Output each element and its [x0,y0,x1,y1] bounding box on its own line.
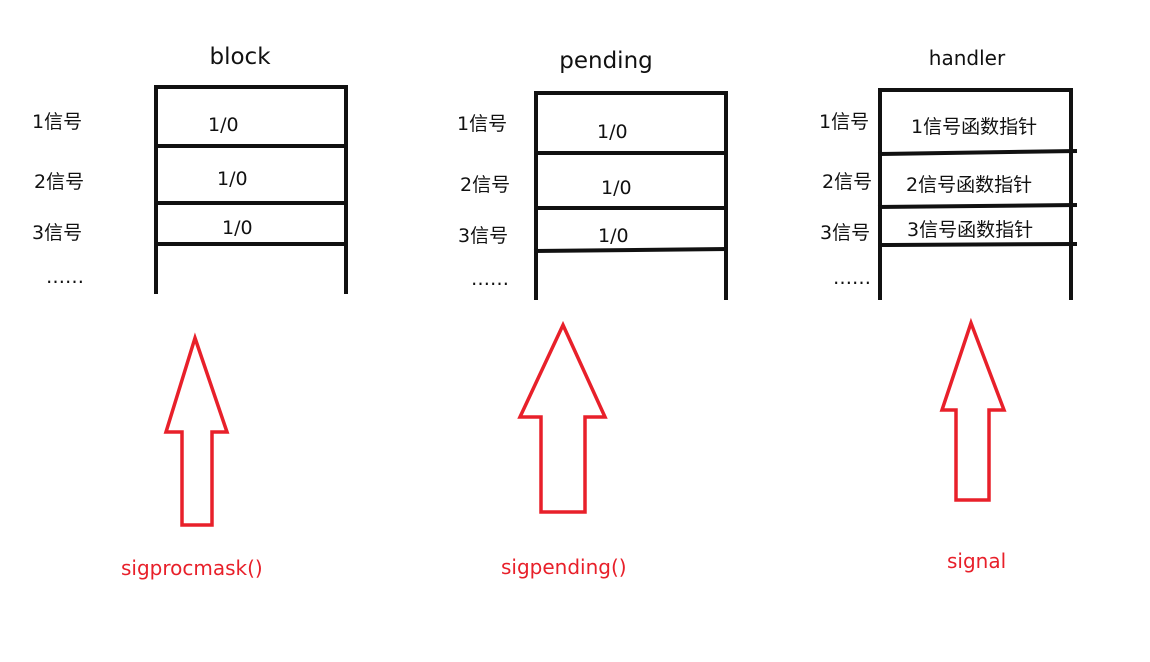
pending-cell-value: 1/0 [601,177,632,199]
block-cell-value: 1/0 [222,217,253,239]
block-api-label: sigprocmask() [121,556,263,580]
pending-table: pending 1信号 2信号 3信号 …… 1/0 1/0 1/0 [457,48,729,300]
handler-table-title: handler [929,46,1006,70]
handler-up-arrow-icon [939,317,1007,502]
handler-row-label: 3信号 [820,222,870,244]
handler-row-label: 1信号 [819,111,869,133]
block-table: block 1信号 2信号 3信号 …… 1/0 1/0 1/0 [32,44,348,294]
handler-cell-value: 2信号函数指针 [906,174,1032,196]
block-row-label: 1信号 [32,111,82,133]
block-row-label: 2信号 [34,171,84,193]
pending-up-arrow-icon [517,320,608,514]
handler-cell-value: 3信号函数指针 [907,219,1033,241]
block-table-title: block [209,44,271,70]
handler-ellipsis: …… [833,267,871,289]
block-ellipsis: …… [46,266,84,288]
handler-api-label: signal [947,549,1006,573]
pending-table-title: pending [559,48,653,74]
pending-cell-value: 1/0 [597,121,628,143]
pending-row-label: 3信号 [458,225,508,247]
pending-api-label: sigpending() [501,555,627,579]
handler-table: handler 1信号 2信号 3信号 …… 1信号函数指针 2信号函数指针 3… [819,46,1078,300]
block-up-arrow-icon [163,332,230,527]
handler-table-divider [877,203,1078,209]
pending-row-label: 1信号 [457,113,507,135]
handler-cell-value: 1信号函数指针 [911,116,1037,138]
block-cell-value: 1/0 [217,168,248,190]
pending-table-divider [533,247,729,253]
pending-cell-value: 1/0 [598,225,629,247]
handler-table-divider [877,149,1078,156]
pending-ellipsis: …… [471,268,509,290]
pending-row-label: 2信号 [460,174,510,196]
block-row-label: 3信号 [32,222,82,244]
handler-row-label: 2信号 [822,171,872,193]
block-cell-value: 1/0 [208,114,239,136]
handler-table-divider [877,242,1078,247]
